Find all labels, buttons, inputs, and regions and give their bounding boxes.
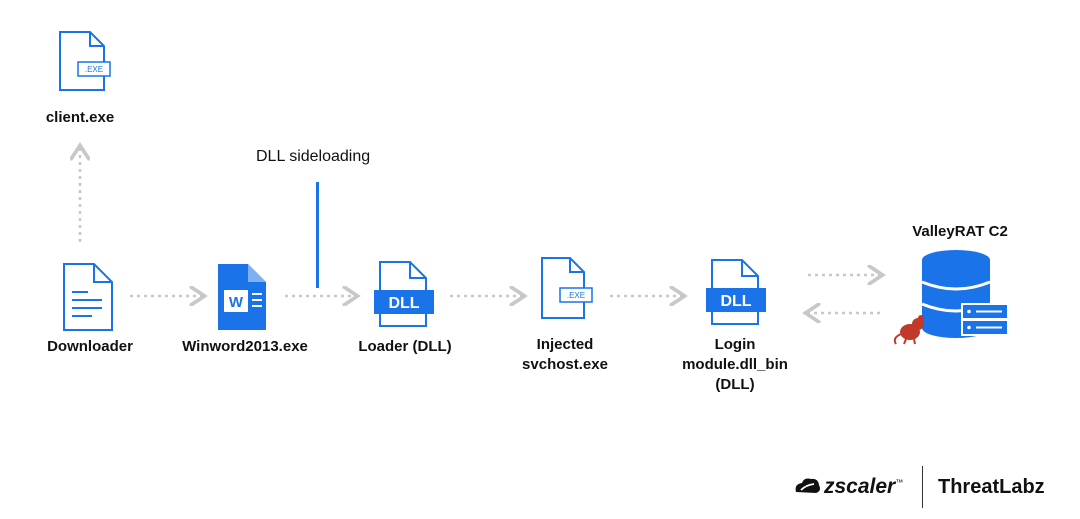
zscaler-wordmark: zscaler — [824, 475, 896, 498]
dll-sideloading-label: DLL sideloading — [256, 148, 371, 165]
svg-text:W: W — [229, 294, 244, 311]
client-exe-file-icon: .EXE — [59, 31, 111, 91]
svg-text:DLL: DLL — [388, 295, 419, 312]
injected-label-line2: svchost.exe — [522, 356, 608, 373]
zscaler-cloud-icon — [795, 478, 820, 493]
injected-label-line1: Injected — [536, 336, 594, 353]
client-exe-label: client.exe — [45, 109, 115, 126]
zscaler-trademark: ™ — [895, 477, 904, 487]
winword-label: Winword2013.exe — [182, 338, 308, 355]
threatlabz-wordmark: ThreatLabz — [938, 476, 1045, 498]
c2-database-server-icon — [921, 250, 1009, 338]
rat-icon — [893, 315, 924, 345]
sideloading-pointer-line — [316, 182, 319, 288]
injected-exe-file-icon: .EXE — [541, 257, 593, 319]
branding-divider — [922, 466, 923, 508]
c2-label: ValleyRAT C2 — [912, 223, 1008, 240]
login-label-line2: module.dll_bin — [682, 356, 788, 373]
injected-label: Injected svchost.exe — [505, 335, 625, 375]
svg-text:.EXE: .EXE — [567, 291, 585, 300]
loader-label: Loader (DLL) — [358, 338, 452, 355]
login-label-line1: Login — [714, 336, 756, 353]
downloader-label: Downloader — [47, 338, 133, 355]
login-label-line3: (DLL) — [715, 376, 755, 393]
login-dll-file-icon: DLL — [706, 259, 766, 325]
downloader-document-icon — [63, 263, 113, 331]
winword-word-file-icon: W — [218, 264, 266, 330]
svg-text:DLL: DLL — [720, 293, 751, 310]
loader-dll-file-icon: DLL — [374, 261, 434, 327]
login-label: Login module.dll_bin (DLL) — [670, 335, 800, 395]
zscaler-logo: zscaler ™ — [792, 474, 903, 500]
svg-text:.EXE: .EXE — [85, 65, 103, 74]
